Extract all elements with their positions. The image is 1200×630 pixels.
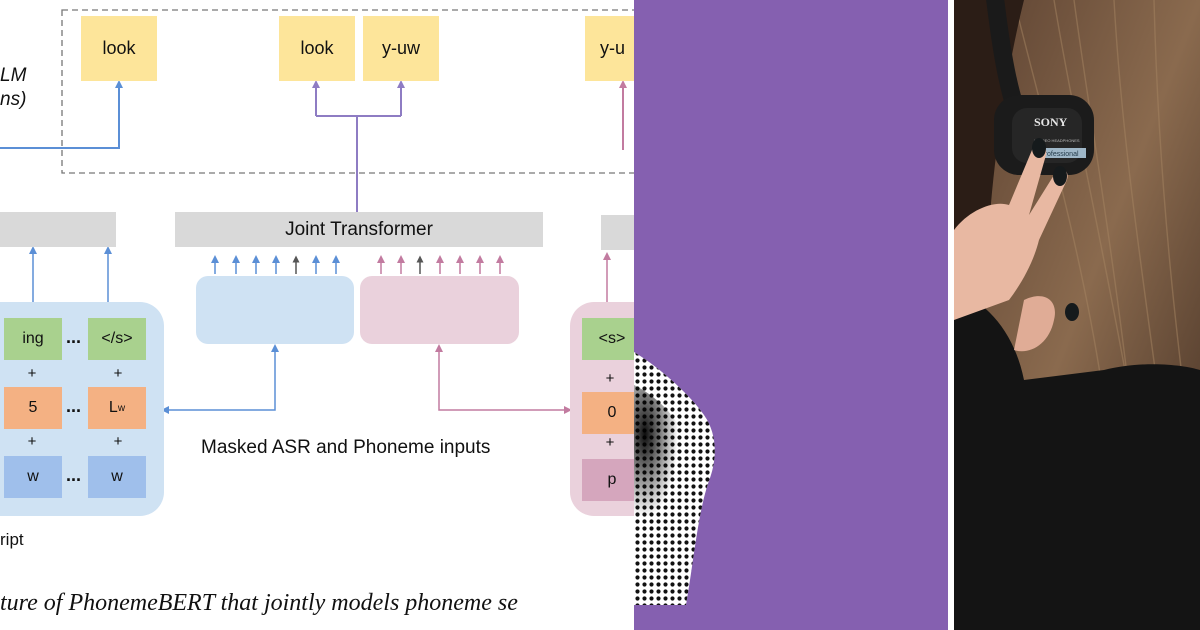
transcript-label: ript — [0, 530, 24, 549]
photo-illustration: SONY STEREO HEADPHONES Professional — [954, 0, 1200, 630]
phoneme-plus-1: + — [605, 370, 615, 387]
left-transformer-bar — [0, 212, 116, 247]
joint-transformer-bar: Joint Transformer — [175, 212, 543, 247]
panel-divider — [948, 0, 954, 630]
asr-plus-1: + — [27, 365, 37, 382]
mlm-label-line2: ns) — [0, 89, 27, 110]
output-look-mlm: look — [81, 16, 157, 81]
phoneme-input-connector — [435, 344, 572, 414]
phoneme-token-start: <s> — [582, 318, 634, 360]
phoneme-plus-2: + — [605, 434, 615, 451]
asr-encoder-box — [196, 276, 354, 344]
asr-token-end: </s> — [88, 318, 146, 360]
asr-plus-4: + — [113, 433, 123, 450]
figure-caption: ture of PhonemeBERT that jointly models … — [0, 590, 518, 616]
nail-3 — [1065, 303, 1079, 321]
sweater — [954, 290, 1200, 630]
purple-panel — [634, 0, 948, 630]
headphone-series: Professional — [1040, 151, 1079, 158]
mlm-label: LM ns) — [0, 64, 26, 112]
output-look-joint: look — [279, 16, 355, 81]
asr-position-lw-sub: w — [117, 402, 126, 414]
masked-inputs-label: Masked ASR and Phoneme inputs — [201, 437, 491, 458]
diagram-connectors — [0, 9, 634, 414]
blue-small-arrows — [211, 255, 340, 274]
output-yu-phoneme: y-u — [585, 16, 634, 81]
asr-plus-2: + — [113, 365, 123, 382]
diagram-panel: LM ns) look look y-uw y-u Joint Transfor… — [0, 9, 634, 616]
headphone-brand: SONY — [1034, 115, 1068, 129]
headphone-model: STEREO HEADPHONES — [1034, 138, 1080, 143]
nail-2 — [1053, 166, 1067, 186]
phoneme-encoder-box — [360, 276, 519, 344]
asr-segment-ellipsis: ... — [66, 465, 82, 485]
hand — [954, 143, 1068, 320]
mlm-arrow — [0, 80, 123, 149]
output-region-border — [61, 9, 634, 174]
nail-1 — [1032, 138, 1046, 158]
asr-token-ing: ing — [4, 318, 62, 360]
phoneme-position-0: 0 — [582, 392, 634, 434]
output-yuw-joint: y-uw — [363, 16, 439, 81]
halftone-decoration — [634, 0, 948, 630]
asr-input-connector — [161, 344, 279, 414]
asr-position-lw-main: L — [108, 399, 118, 416]
joint-transformer-label: Joint Transformer — [285, 218, 433, 240]
asr-plus-3: + — [27, 433, 37, 450]
pink-small-arrows — [377, 255, 504, 274]
asr-segment-w2: w — [88, 456, 146, 498]
phoneme-segment-p: p — [582, 459, 634, 501]
headphones-photo: SONY STEREO HEADPHONES Professional — [954, 0, 1200, 630]
asr-position-5: 5 — [4, 387, 62, 429]
asr-token-ellipsis: ... — [66, 327, 82, 347]
mlm-label-line1: LM — [0, 65, 27, 86]
headphone-badge — [1036, 148, 1086, 158]
asr-segment-w1: w — [4, 456, 62, 498]
right-transformer-bar — [601, 215, 634, 250]
asr-position-ellipsis: ... — [66, 396, 82, 416]
